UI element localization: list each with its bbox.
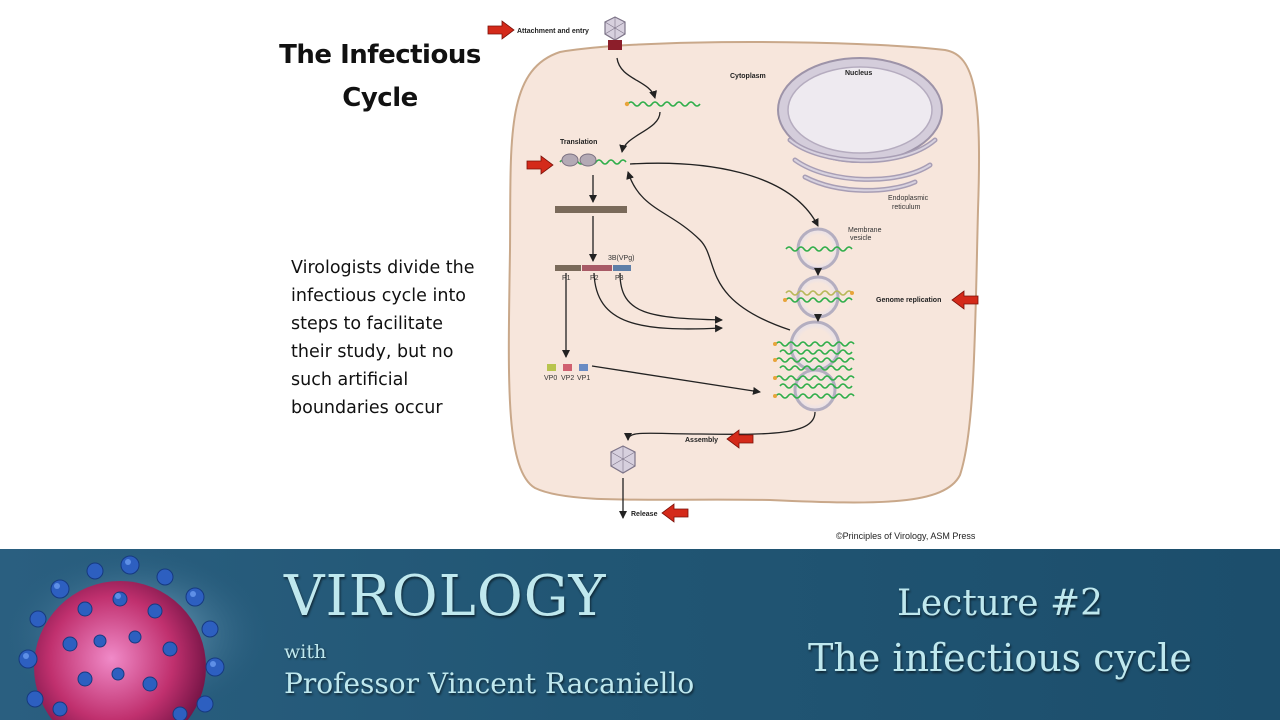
p2-label: P2 (590, 275, 599, 282)
assembly-label: Assembly (685, 437, 718, 444)
nucleus-label: Nucleus (845, 70, 872, 77)
p3-label: P3 (615, 275, 624, 282)
cytoplasm-label: Cytoplasm (730, 73, 766, 80)
virus-illustration (0, 549, 270, 720)
course-title: VIROLOGY (284, 564, 607, 629)
release-label: Release (631, 511, 658, 518)
attachment-step-arrow (487, 20, 515, 40)
description-line: steps to facilitate (291, 314, 443, 334)
genome-replication-step-arrow (951, 290, 979, 310)
nucleus (777, 57, 943, 163)
er-label-line-2: reticulum (892, 204, 921, 211)
description-line: such artificial (291, 370, 409, 390)
attachment-label: Attachment and entry (517, 28, 589, 35)
virion-icon (604, 16, 626, 50)
slide-title-line-2: Cycle (342, 83, 418, 113)
p1-label: P1 (562, 275, 571, 282)
vp1-label: VP1 (577, 375, 590, 382)
course-with: with (284, 641, 327, 663)
rna-strand (627, 101, 701, 107)
image-credit: ©Principles of Virology, ASM Press (836, 531, 976, 541)
vp2-label: VP2 (561, 375, 574, 382)
infectious-cycle-diagram: Attachment and entry Cytoplasm Nucleus T… (487, 16, 981, 523)
lecture-topic: The infectious cycle (808, 636, 1192, 680)
description-line: boundaries occur (291, 398, 443, 418)
cleaved-polyprotein (555, 265, 631, 271)
release-step-arrow (661, 503, 689, 523)
er-label-line-1: Endoplasmic (888, 195, 929, 202)
assembly-step-arrow (726, 429, 754, 449)
vp0-label: VP0 (544, 375, 557, 382)
vesicle-label-line-1: Membrane (848, 227, 882, 234)
capsid-proteins (547, 364, 588, 371)
description-line: their study, but no (291, 342, 454, 362)
description-line: Virologists divide the (291, 258, 475, 278)
progeny-virion-icon (610, 445, 636, 474)
translation-label: Translation (560, 139, 597, 146)
vpg-label: 3B(VPg) (608, 255, 634, 262)
polyprotein-bar (555, 206, 627, 213)
slide-description: Virologists divide the infectious cycle … (291, 254, 521, 422)
lecture-number: Lecture #2 (896, 583, 1104, 624)
course-banner: VIROLOGY with Professor Vincent Racaniel… (0, 549, 1280, 720)
translation-step-arrow (526, 155, 554, 175)
lecture-info: Lecture #2 The infectious cycle (770, 579, 1230, 687)
genome-replication-label: Genome replication (876, 297, 941, 304)
description-line: infectious cycle into (291, 286, 467, 306)
slide-title: The Infectious Cycle (262, 34, 498, 120)
ribosome-icon (561, 153, 597, 167)
vesicle-label-line-2: vesicle (850, 235, 872, 242)
professor-name: Professor Vincent Racaniello (284, 667, 695, 700)
slide-title-line-1: The Infectious (279, 40, 481, 70)
